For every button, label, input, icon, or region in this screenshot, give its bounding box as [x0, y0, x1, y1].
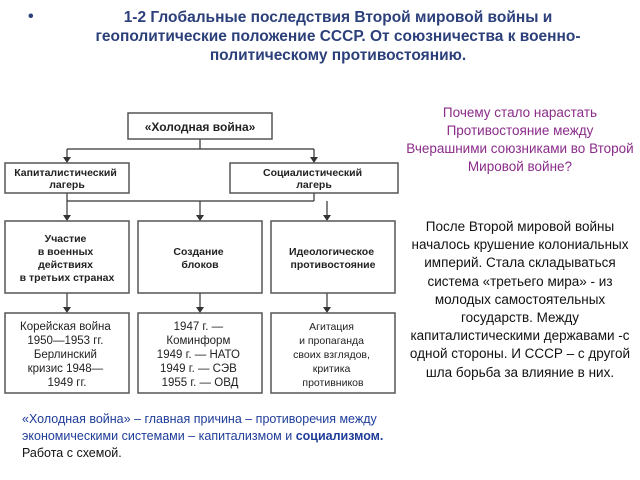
camp-label: Социалистический лагерь	[263, 167, 365, 191]
detail-text: Агитация и пропаганда своих взглядов, кр…	[293, 321, 373, 389]
box-frame	[137, 312, 263, 394]
connector-lines	[66, 139, 328, 307]
detail-line: 1949 гг.	[48, 377, 87, 389]
box-frame	[4, 220, 130, 294]
box-frame	[137, 220, 263, 294]
form-label-line: Участие	[45, 233, 87, 245]
form-label-line: действиях	[38, 259, 93, 271]
form-box-military: Участие в военных действиях в третьих ст…	[4, 220, 130, 294]
camp-label-line: лагерь	[49, 179, 85, 191]
bullet-icon: •	[28, 8, 34, 25]
arrowhead	[323, 215, 331, 221]
slide-title-block: • 1-2 Глобальные последствия Второй миро…	[28, 8, 620, 65]
form-label-line: в третьих странах	[20, 272, 115, 284]
camp-box-capitalist: Капиталистический лагерь	[4, 162, 130, 194]
detail-line: и пропаганда	[299, 335, 364, 347]
camp-label-line: лагерь	[296, 179, 332, 191]
cold-war-scheme: «Холодная война» Капиталистический лагер…	[0, 97, 400, 397]
detail-box-military: Корейская война 1950—1953 гг. Берлинский…	[4, 312, 130, 394]
box-frame	[229, 162, 399, 194]
detail-line: своих взглядов,	[293, 349, 370, 361]
camp-label-line: Капиталистический	[14, 167, 117, 179]
detail-box-ideology: Агитация и пропаганда своих взглядов, кр…	[270, 312, 396, 394]
form-label-line: противостояние	[291, 259, 376, 271]
detail-text: 1947 г. — Коминформ 1949 г. — НАТО 1949 …	[157, 321, 243, 389]
form-label: Идеологическое противостояние	[289, 246, 377, 271]
camp-box-socialist: Социалистический лагерь	[229, 162, 399, 194]
detail-text: Корейская война 1950—1953 гг. Берлинский…	[20, 321, 114, 389]
arrowhead	[63, 307, 71, 313]
camp-label-line: Социалистический	[263, 167, 362, 179]
camp-label: Капиталистический лагерь	[14, 167, 119, 191]
form-box-ideology: Идеологическое противостояние	[270, 220, 396, 294]
detail-line: Коминформ	[166, 335, 230, 347]
bottom-note-bold: социализмом.	[295, 429, 384, 443]
detail-line: кризис 1948—	[28, 363, 104, 375]
bottom-note: «Холодная война» – главная причина – про…	[22, 411, 407, 462]
form-label-line: Идеологическое	[289, 246, 374, 258]
form-label-line: Создание	[173, 246, 223, 258]
detail-line: Корейская война	[20, 321, 111, 333]
side-text: После Второй мировой войны началось круш…	[409, 219, 631, 380]
connector-arrowheads	[63, 157, 331, 313]
detail-line: 1949 г. — НАТО	[157, 349, 240, 361]
detail-line: Агитация	[309, 321, 354, 333]
detail-line: Берлинский	[34, 349, 97, 361]
box-frame	[270, 220, 396, 294]
scheme-diagram: «Холодная война» Капиталистический лагер…	[4, 112, 399, 394]
bottom-note-task: Работа с схемой.	[22, 446, 122, 460]
arrowhead	[63, 215, 71, 221]
box-frame	[4, 312, 130, 394]
bottom-note-main: «Холодная война» – главная причина – про…	[22, 412, 377, 443]
box-frame	[127, 112, 273, 140]
detail-line: 1955 г. — ОВД	[162, 377, 239, 389]
arrowhead	[196, 215, 204, 221]
form-label-line: в военных	[38, 246, 94, 258]
root-box: «Холодная война»	[127, 112, 273, 140]
form-label-line: блоков	[181, 259, 219, 271]
form-label: Создание блоков	[173, 246, 226, 271]
detail-line: 1950—1953 гг.	[27, 335, 103, 347]
side-question: Почему стало нарастать Противостояние ме…	[406, 105, 634, 174]
arrowhead	[310, 157, 318, 163]
form-label: Участие в военных действиях в третьих ст…	[20, 233, 115, 284]
detail-line: критика	[313, 363, 351, 375]
arrowhead	[323, 307, 331, 313]
detail-line: 1947 г. —	[174, 321, 224, 333]
root-label: «Холодная война»	[145, 120, 256, 134]
form-box-blocs: Создание блоков	[137, 220, 263, 294]
arrowhead	[63, 157, 71, 163]
detail-box-blocs: 1947 г. — Коминформ 1949 г. — НАТО 1949 …	[137, 312, 263, 394]
arrowhead	[196, 307, 204, 313]
detail-line: противников	[302, 377, 364, 389]
detail-line: 1949 г. — СЭВ	[160, 363, 237, 375]
box-frame	[270, 312, 396, 394]
box-frame	[4, 162, 130, 194]
slide-title: 1-2 Глобальные последствия Второй мирово…	[95, 9, 581, 64]
